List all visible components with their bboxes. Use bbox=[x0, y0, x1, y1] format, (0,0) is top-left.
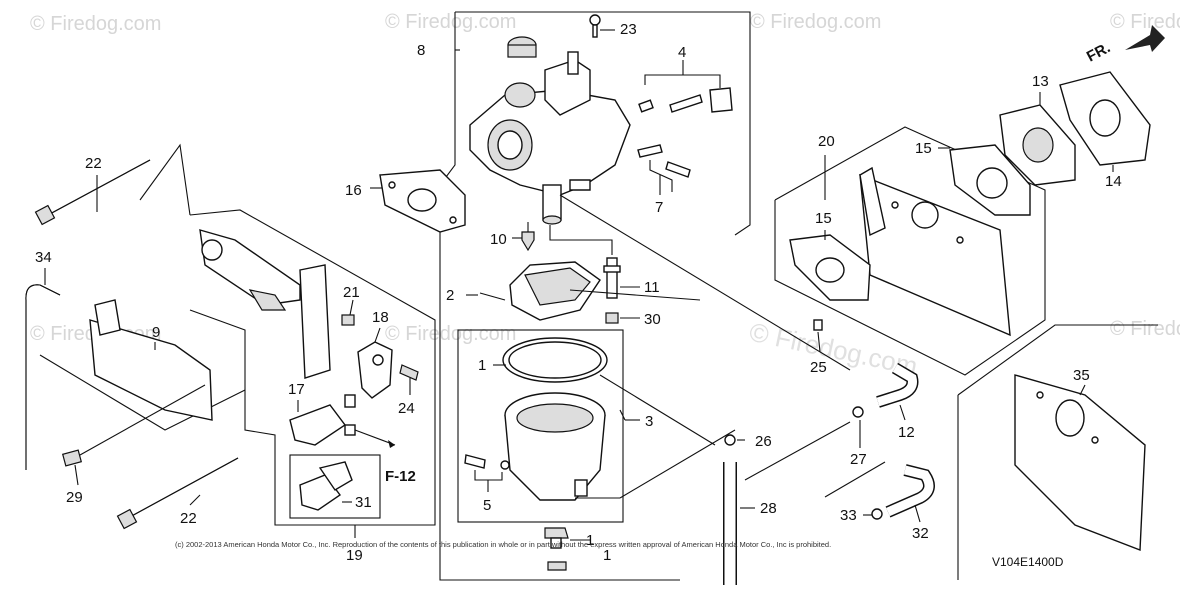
callout-4: 4 bbox=[678, 44, 686, 61]
callout-26: 26 bbox=[755, 433, 772, 450]
callout-14: 14 bbox=[1105, 173, 1122, 190]
callout-3: 3 bbox=[645, 413, 653, 430]
part-30-jet bbox=[605, 312, 619, 324]
part-35-gasket bbox=[1014, 374, 1146, 552]
part-16-gasket bbox=[379, 169, 466, 233]
part-22-bolt-lower bbox=[116, 457, 239, 530]
front-direction-label: FR. bbox=[1084, 39, 1113, 65]
part-34-rod bbox=[25, 284, 61, 470]
copyright-notice: (c) 2002-2013 American Honda Motor Co., … bbox=[175, 540, 831, 549]
callout-9: 9 bbox=[152, 324, 160, 341]
part-11-fitting bbox=[549, 225, 621, 299]
callout-22-lower: 22 bbox=[180, 510, 197, 527]
callout-15-upper: 15 bbox=[915, 140, 932, 157]
watermark: © Firedog.com bbox=[750, 11, 881, 33]
part-13-insulator bbox=[999, 104, 1076, 186]
callout-27: 27 bbox=[850, 451, 867, 468]
part-12-tube bbox=[876, 362, 919, 408]
part-5-screw bbox=[464, 454, 510, 492]
callout-8: 8 bbox=[417, 42, 425, 59]
part-8-carburetor bbox=[469, 36, 631, 225]
callout-10: 10 bbox=[490, 231, 507, 248]
callout-35: 35 bbox=[1073, 367, 1090, 384]
callout-18: 18 bbox=[372, 309, 389, 326]
callout-20: 20 bbox=[818, 133, 835, 150]
part-29-bolt bbox=[61, 384, 206, 467]
callout-30: 30 bbox=[644, 311, 661, 328]
callout-32: 32 bbox=[912, 525, 929, 542]
callout-11: 11 bbox=[644, 279, 660, 296]
callout-1-a: 1 bbox=[478, 357, 486, 374]
callout-34: 34 bbox=[35, 249, 52, 266]
part-15-gasket-upper bbox=[949, 144, 1031, 216]
callout-1-c: 1 bbox=[603, 547, 611, 564]
part-14-gasket bbox=[1059, 71, 1151, 166]
watermark: © Firedo bbox=[1110, 11, 1180, 33]
part-25-clip bbox=[813, 319, 823, 331]
callout-2: 2 bbox=[446, 287, 454, 304]
callout-13: 13 bbox=[1032, 73, 1049, 90]
part-7-screws bbox=[637, 144, 691, 195]
callout-31: 31 bbox=[355, 494, 372, 511]
callout-5: 5 bbox=[483, 497, 491, 514]
part-22-bolt-upper bbox=[34, 159, 151, 226]
callout-28: 28 bbox=[760, 500, 777, 517]
part-21-nut bbox=[341, 314, 355, 326]
callout-21: 21 bbox=[343, 284, 360, 301]
callout-25: 25 bbox=[810, 359, 827, 376]
part-1-bolt bbox=[544, 527, 569, 571]
part-1-oring bbox=[502, 337, 608, 383]
part-20-plate bbox=[859, 166, 1011, 337]
part-23-screw bbox=[589, 14, 601, 38]
part-19-bracket bbox=[199, 229, 331, 379]
part-27-clamp bbox=[852, 406, 864, 418]
part-17-valve bbox=[289, 394, 396, 448]
part-24-screw bbox=[399, 364, 419, 381]
part-15-gasket-lower bbox=[789, 234, 871, 301]
callout-7: 7 bbox=[655, 199, 663, 216]
callout-labels: 23 8 4 7 22 16 10 34 11 2 21 30 18 9 1 1… bbox=[35, 21, 1122, 564]
callout-23: 23 bbox=[620, 21, 637, 38]
part-9-plate bbox=[89, 299, 213, 421]
callout-17: 17 bbox=[288, 381, 305, 398]
callout-19: 19 bbox=[346, 547, 363, 564]
reference-label: F-12 bbox=[385, 468, 416, 485]
watermark: © Firedog.com bbox=[385, 323, 516, 345]
watermark: © Firedog.com bbox=[30, 13, 161, 35]
watermark: © Firedo bbox=[1110, 318, 1180, 340]
callout-33: 33 bbox=[840, 507, 857, 524]
callout-1-b: 1 bbox=[586, 532, 594, 549]
part-4-screws bbox=[638, 60, 733, 113]
callout-16: 16 bbox=[345, 182, 362, 199]
part-33-clamp bbox=[871, 508, 883, 520]
part-10-needle bbox=[521, 222, 535, 252]
callout-22-upper: 22 bbox=[85, 155, 102, 172]
diagram-code: V104E1400D bbox=[992, 555, 1064, 569]
part-32-tube bbox=[885, 464, 935, 518]
part-18-lever bbox=[357, 341, 393, 399]
part-2-float bbox=[466, 261, 601, 321]
callout-12: 12 bbox=[898, 424, 915, 441]
part-26-clamp bbox=[724, 434, 736, 446]
callout-15-lower: 15 bbox=[815, 210, 832, 227]
callout-24: 24 bbox=[398, 400, 415, 417]
callout-29: 29 bbox=[66, 489, 83, 506]
part-31-valve bbox=[299, 461, 353, 511]
part-3-float-chamber bbox=[504, 392, 606, 501]
leader-lines bbox=[44, 29, 1114, 541]
watermark: © Firedog.com bbox=[385, 11, 516, 33]
